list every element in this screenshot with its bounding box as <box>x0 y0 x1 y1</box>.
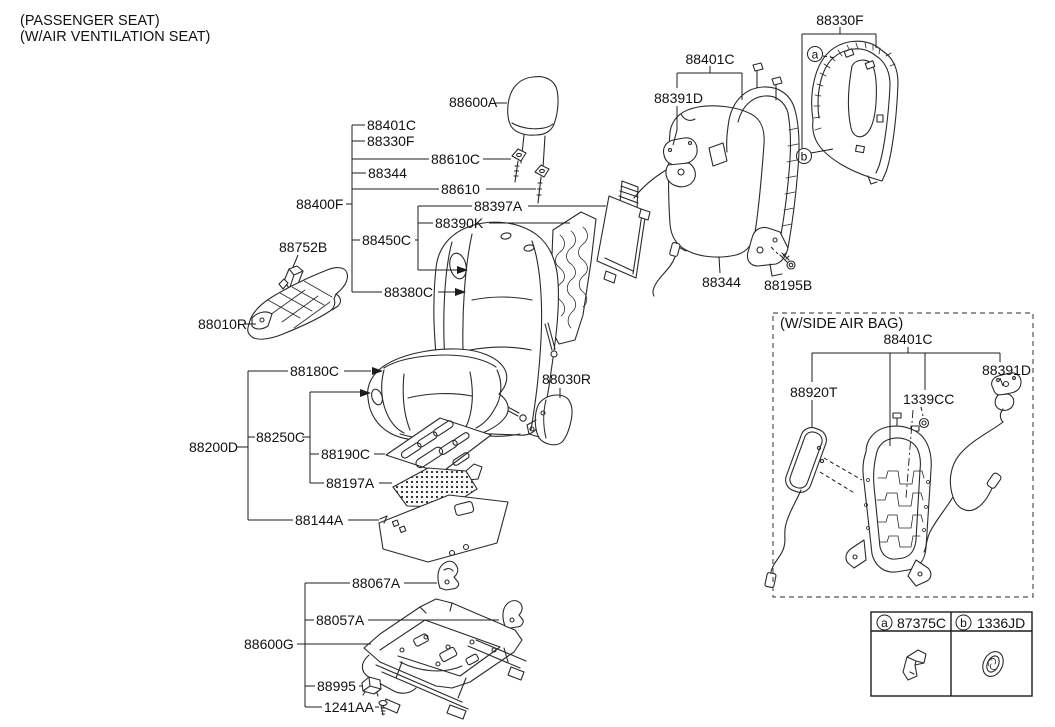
airbag-box-title: (W/SIDE AIR BAG) <box>780 316 903 332</box>
label-88030R: 88030R <box>542 371 591 387</box>
label-88390K: 88390K <box>435 215 484 231</box>
bracket-88400F <box>346 124 606 296</box>
seatback-frame-drawing <box>726 62 800 277</box>
label-88250C: 88250C <box>256 429 305 445</box>
legend-code-1336JD: 1336JD <box>977 615 1025 631</box>
label-88330F-panel: 88330F <box>816 12 863 28</box>
label-88752B: 88752B <box>279 239 327 255</box>
label-88180C: 88180C <box>290 363 339 379</box>
bolt-88195B-drawing <box>770 246 796 270</box>
seat-cushion-drawing <box>367 348 509 442</box>
label-88450C: 88450C <box>362 232 411 248</box>
label-88600G: 88600G <box>244 636 294 652</box>
felt-pad-drawing <box>378 494 509 563</box>
label-airbag-88391D: 88391D <box>982 362 1031 378</box>
label-88197A: 88197A <box>326 475 375 491</box>
legend-grommet-1336JD-drawing <box>982 651 1004 677</box>
label-88610C: 88610C <box>431 151 480 167</box>
label-airbag-1339CC: 1339CC <box>903 391 954 407</box>
page-title-line1: (PASSENGER SEAT) <box>20 13 160 29</box>
airbag-box <box>772 312 1034 598</box>
label-88401C-back: 88401C <box>685 51 734 67</box>
label-88400F: 88400F <box>296 196 343 212</box>
label-airbag-88401C: 88401C <box>883 331 932 347</box>
bracket-88401C-back <box>672 66 743 146</box>
airbag-recliner-drawing <box>923 372 1022 553</box>
bracket-88330F <box>796 27 877 164</box>
airbag-module-drawing <box>764 427 863 589</box>
lever-88067A-drawing <box>437 560 460 591</box>
label-88401C-main: 88401C <box>367 117 416 133</box>
bracket-88600G <box>297 582 499 708</box>
vent-module-drawing <box>596 180 651 284</box>
label-88344-pad: 88344 <box>702 274 741 290</box>
labels: (PASSENGER SEAT) (W/AIR VENTILATION SEAT… <box>20 12 1031 715</box>
callout-b: b <box>801 150 808 164</box>
label-88995: 88995 <box>317 678 356 694</box>
back-panel-drawing <box>811 40 899 185</box>
label-88391D-back: 88391D <box>654 90 703 106</box>
lever-88057A-drawing <box>502 600 524 629</box>
label-88195B: 88195B <box>764 277 812 293</box>
airbag-frame-drawing <box>845 409 932 587</box>
headrest-drawing <box>507 76 559 169</box>
legend-table <box>870 611 1033 697</box>
page-title-line2: (W/AIR VENTILATION SEAT) <box>20 29 210 45</box>
label-88380C: 88380C <box>384 284 433 300</box>
side-cover-88030R-drawing <box>526 394 573 446</box>
label-88190C: 88190C <box>321 446 370 462</box>
label-88067A: 88067A <box>352 575 401 591</box>
headrest-guide-drawing <box>511 148 550 204</box>
bracket-88200D <box>236 367 392 521</box>
label-88600A: 88600A <box>449 94 498 110</box>
label-88010R: 88010R <box>198 316 247 332</box>
heater-mat-drawing <box>385 417 492 474</box>
screw-1241AA-drawing <box>378 699 388 716</box>
recliner-main-drawing <box>633 137 698 297</box>
label-88330F-main: 88330F <box>367 133 414 149</box>
vent-pad-drawing <box>548 211 597 345</box>
line-88344-pad <box>718 256 721 274</box>
legend-mark-a: a <box>881 616 888 630</box>
legend-mark-b: b <box>960 616 967 630</box>
switch-88995-drawing <box>361 676 382 697</box>
label-88610: 88610 <box>441 181 480 197</box>
callout-a: a <box>812 48 819 62</box>
label-88057A: 88057A <box>316 612 365 628</box>
seat-track-drawing <box>361 598 527 720</box>
label-88397A: 88397A <box>474 198 523 214</box>
legend-code-87375C: 87375C <box>897 615 946 631</box>
label-airbag-88920T: 88920T <box>790 384 838 400</box>
label-88144A: 88144A <box>295 512 344 528</box>
label-88200D: 88200D <box>189 439 238 455</box>
legend-clip-87375C-drawing <box>902 649 927 681</box>
line-88752B <box>292 254 299 268</box>
label-88344-main: 88344 <box>368 165 407 181</box>
side-shield-drawing <box>247 265 348 340</box>
label-1241AA: 1241AA <box>324 699 374 715</box>
